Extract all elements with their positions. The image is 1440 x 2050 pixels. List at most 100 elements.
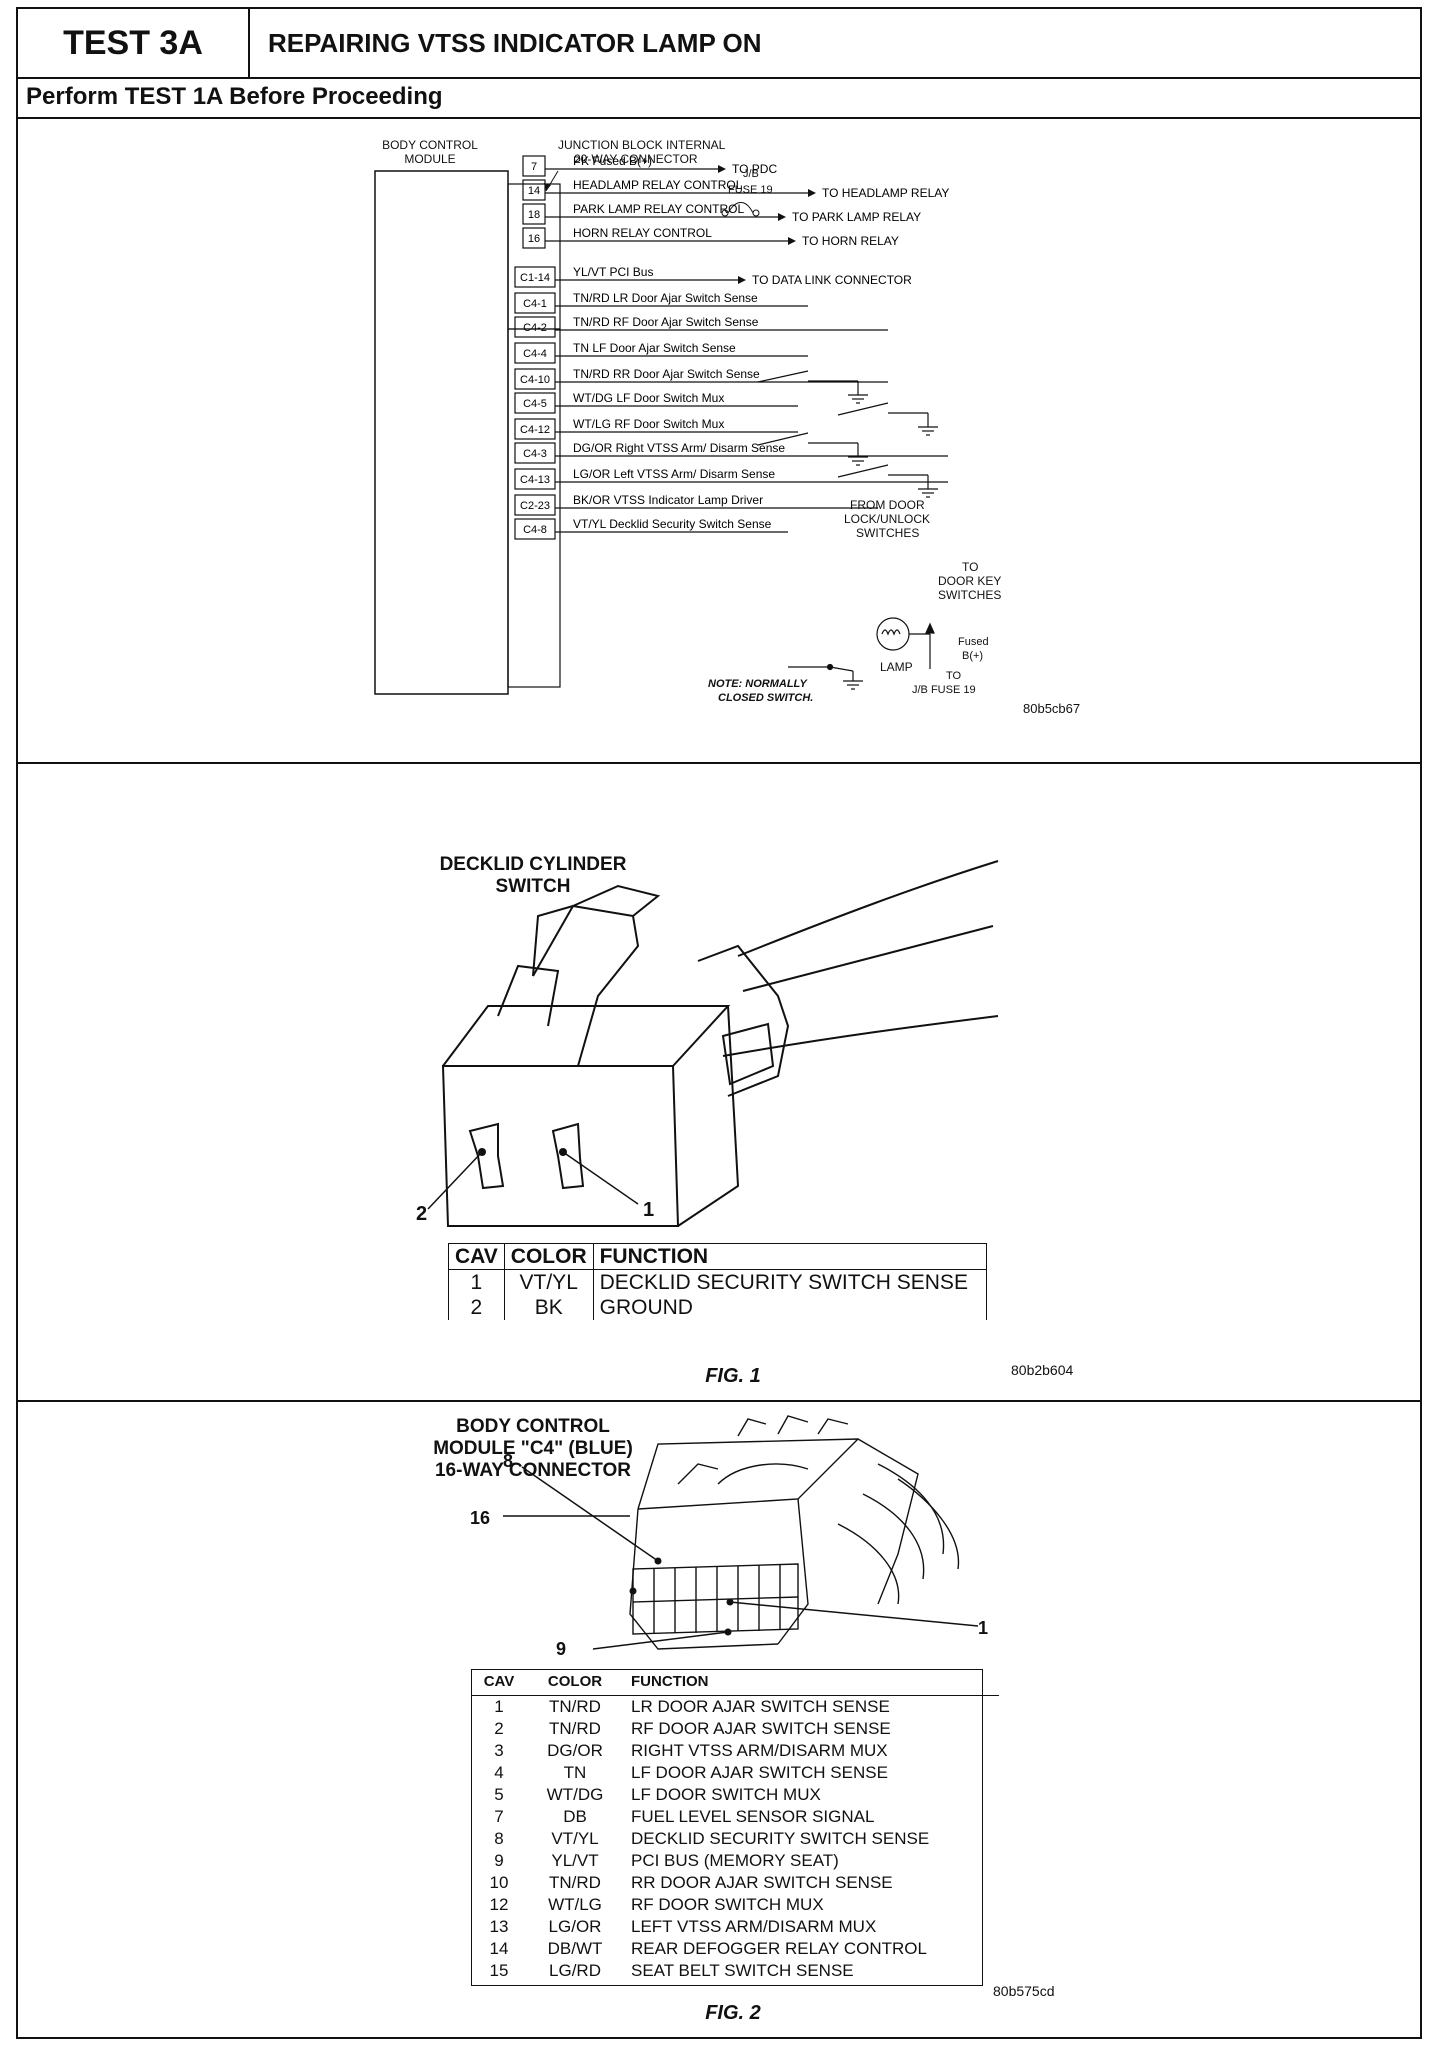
pin-box — [514, 392, 556, 414]
fig1-callout-2: 2 — [416, 1203, 427, 1225]
cav-cell: 9 — [494, 1851, 504, 1870]
table-row: 5 WT/DG LF DOOR SWITCH MUX — [471, 1784, 999, 1806]
cav-cell: 12 — [489, 1895, 509, 1914]
pin-label: C4-10 — [520, 374, 550, 386]
fig2-callout-1: 1 — [978, 1618, 988, 1638]
function-cell: RF DOOR SWITCH MUX — [631, 1895, 824, 1914]
table-row: 9 YL/VT PCI BUS (MEMORY SEAT) — [471, 1850, 999, 1872]
fused-label-1: Fused — [958, 636, 989, 648]
color-cell: TN/RD — [549, 1697, 601, 1716]
pin-label: C4-8 — [523, 524, 547, 536]
lamp-label: LAMP — [880, 660, 913, 674]
wire-arrow — [718, 165, 726, 173]
cav-cell: 5 — [494, 1785, 504, 1804]
wire-label: WT/DG LF Door Switch Mux — [573, 391, 724, 405]
fig2-callout-8: 8 — [503, 1451, 513, 1471]
from-door-label-3: SWITCHES — [856, 526, 919, 540]
pin-label: 7 — [531, 161, 537, 173]
pin-box — [522, 179, 546, 201]
color-cell: VT/YL — [551, 1829, 599, 1848]
fig1-caption: FIG. 1 — [705, 1365, 761, 1387]
wire-label: LG/OR Left VTSS Arm/ Disarm Sense — [573, 467, 775, 481]
function-cell: REAR DEFOGGER RELAY CONTROL — [631, 1939, 927, 1958]
wire-label: TN LF Door Ajar Switch Sense — [573, 341, 736, 355]
fused-label-2: B(+) — [962, 650, 983, 662]
function-cell: LF DOOR SWITCH MUX — [631, 1785, 821, 1804]
wire-destination: TO HORN RELAY — [802, 234, 899, 248]
bcm-box — [374, 170, 509, 695]
function-cell: PCI BUS (MEMORY SEAT) — [631, 1851, 839, 1870]
c4-connector-body — [629, 1415, 960, 1650]
wire-destination: TO HEADLAMP RELAY — [822, 186, 949, 200]
wire-arrow — [788, 237, 796, 245]
wire-destination: TO PARK LAMP RELAY — [792, 210, 921, 224]
color-cell: DG/OR — [547, 1741, 603, 1760]
cav-cell: 13 — [489, 1917, 509, 1936]
wire-label: PARK LAMP RELAY CONTROL — [573, 202, 744, 216]
fig2-panel: BODY CONTROL MODULE "C4" (BLUE) 16-WAY C… — [18, 1404, 1420, 2039]
wire-label: TN/RD LR Door Ajar Switch Sense — [573, 291, 758, 305]
subheader-row: Perform TEST 1A Before Proceeding — [18, 77, 1420, 119]
function-cell: LR DOOR AJAR SWITCH SENSE — [631, 1697, 890, 1716]
cav-cell: 4 — [494, 1763, 504, 1782]
wire-label: HEADLAMP RELAY CONTROL — [573, 178, 743, 192]
color-cell: DB/WT — [547, 1939, 603, 1958]
from-door-label-2: LOCK/UNLOCK — [844, 512, 930, 526]
wire-label: TN/RD RF Door Ajar Switch Sense — [573, 315, 759, 329]
function-cell: DECKLID SECURITY SWITCH SENSE — [631, 1829, 930, 1848]
function-cell: RR DOOR AJAR SWITCH SENSE — [631, 1873, 893, 1892]
pin-box — [514, 368, 556, 390]
service-manual-page: TEST 3A REPAIRING VTSS INDICATOR LAMP ON… — [16, 7, 1422, 2039]
table-header-row: CAV COLOR FUNCTION — [471, 1669, 999, 1696]
wiring-schematic: BODY CONTROL MODULE JUNCTION BLOCK INTER… — [374, 138, 1080, 716]
fused-label-3: TO — [946, 670, 962, 682]
header-cav: CAV — [448, 1243, 505, 1270]
fig1-callout-1: 1 — [643, 1199, 654, 1221]
pin-box — [514, 494, 556, 516]
wire-label: PK Fused B(+) — [573, 154, 652, 168]
pin-box — [514, 342, 556, 364]
pin-box — [514, 316, 556, 338]
header-row: TEST 3A REPAIRING VTSS INDICATOR LAMP ON — [18, 9, 1420, 79]
pin-box — [522, 227, 546, 249]
color-cell: TN/RD — [549, 1719, 601, 1738]
pin-box — [514, 468, 556, 490]
color-cell: WT/DG — [546, 1785, 604, 1804]
wire-label: HORN RELAY CONTROL — [573, 226, 712, 240]
bcm-c4-connector-drawing: BODY CONTROL MODULE "C4" (BLUE) 16-WAY C… — [433, 1415, 1055, 2024]
note-label-1: NOTE: NORMALLY — [708, 678, 808, 690]
wire-label: TN/RD RR Door Ajar Switch Sense — [573, 367, 760, 381]
header-color: COLOR — [527, 1669, 623, 1696]
decklid-connector-body — [441, 860, 999, 1227]
fig2-title-1: BODY CONTROL — [456, 1416, 610, 1437]
color-cell: YL/VT — [551, 1851, 599, 1870]
function-cell: SEAT BELT SWITCH SENSE — [631, 1961, 854, 1980]
fig1-title-2: SWITCH — [496, 876, 571, 897]
jb-label-1: JUNCTION BLOCK INTERNAL — [558, 138, 726, 152]
pin-label: C2-23 — [520, 500, 550, 512]
pin-box — [514, 442, 556, 464]
pin-box — [514, 266, 556, 288]
function-cell: LF DOOR AJAR SWITCH SENSE — [631, 1763, 888, 1782]
fig2-figure-code: 80b575cd — [993, 1983, 1055, 1999]
fig2-callout-16: 16 — [470, 1508, 490, 1528]
header-function: FUNCTION — [592, 1243, 987, 1270]
function-cell: RF DOOR AJAR SWITCH SENSE — [631, 1719, 891, 1738]
color-cell: TN — [563, 1763, 587, 1782]
cav-cell: 3 — [494, 1741, 504, 1760]
fig2-callout-9: 9 — [556, 1639, 566, 1659]
cav-cell: 15 — [489, 1961, 509, 1980]
fig1-figure-code: 80b2b604 — [1011, 1362, 1074, 1378]
color-cell: DB — [563, 1807, 587, 1826]
function-cell: RIGHT VTSS ARM/DISARM MUX — [631, 1741, 888, 1760]
prerequisite-note: Perform TEST 1A Before Proceeding — [26, 83, 443, 110]
